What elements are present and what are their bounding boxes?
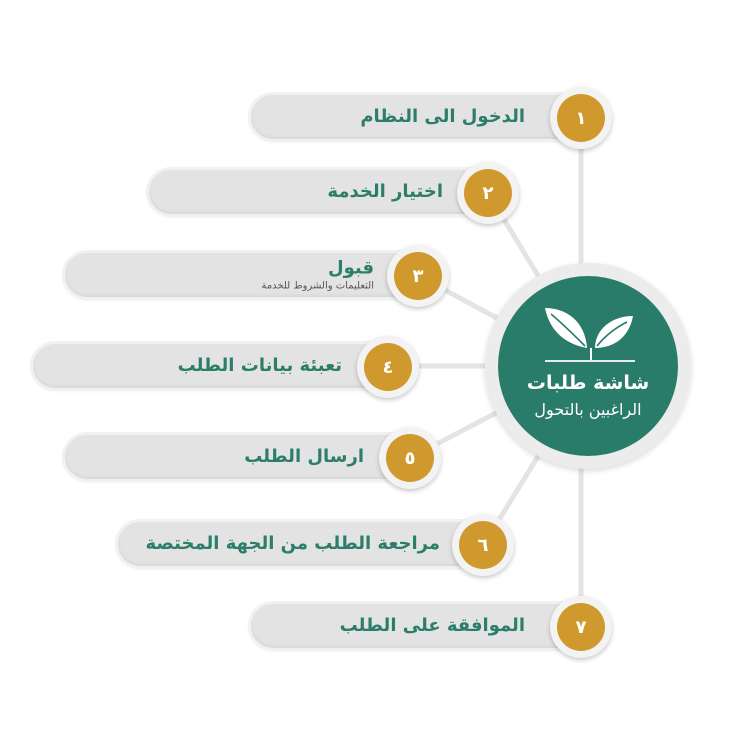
step-4-label: تعبئة بيانات الطلب xyxy=(177,355,342,377)
step-7-badge: ٧ xyxy=(550,596,612,658)
step-5-badge: ٥ xyxy=(379,427,441,489)
step-3-label: قبول التعليمات والشروط للخدمة xyxy=(261,257,374,292)
step-1-pill: الدخول الى النظام xyxy=(248,92,598,142)
step-7-label: الموافقة على الطلب xyxy=(339,615,525,637)
step-6-label: مراجعة الطلب من الجهة المختصة xyxy=(145,533,440,555)
step-3-sublabel: التعليمات والشروط للخدمة xyxy=(261,280,374,292)
step-7-pill: الموافقة على الطلب xyxy=(248,601,598,651)
step-6-number: ٦ xyxy=(459,521,507,569)
step-1-number: ١ xyxy=(557,94,605,142)
step-5-label: ارسال الطلب xyxy=(244,446,364,468)
step-5-number: ٥ xyxy=(386,434,434,482)
step-2-label: اختيار الخدمة xyxy=(327,181,443,203)
step-2-badge: ٢ xyxy=(457,162,519,224)
step-1-label: الدخول الى النظام xyxy=(360,106,525,128)
step-5-pill: ارسال الطلب xyxy=(62,432,437,482)
step-2-pill: اختيار الخدمة xyxy=(146,167,516,217)
step-6-pill: مراجعة الطلب من الجهة المختصة xyxy=(115,519,513,569)
step-6-badge: ٦ xyxy=(452,514,514,576)
hub-title: شاشة طلبات xyxy=(526,372,650,394)
hub-subtitle: الراغبين بالتحول xyxy=(534,400,642,419)
step-2-number: ٢ xyxy=(464,169,512,217)
step-1-badge: ١ xyxy=(550,87,612,149)
step-3-pill: قبول التعليمات والشروط للخدمة xyxy=(62,250,447,300)
step-4-badge: ٤ xyxy=(357,336,419,398)
hub-circle: شاشة طلبات الراغبين بالتحول xyxy=(498,276,678,456)
hub-ring: شاشة طلبات الراغبين بالتحول xyxy=(485,263,691,469)
step-3-title: قبول xyxy=(327,257,374,279)
leaf-sprout-icon xyxy=(545,308,635,362)
step-4-number: ٤ xyxy=(364,343,412,391)
step-3-number: ٣ xyxy=(394,252,442,300)
step-3-badge: ٣ xyxy=(387,245,449,307)
step-7-number: ٧ xyxy=(557,603,605,651)
